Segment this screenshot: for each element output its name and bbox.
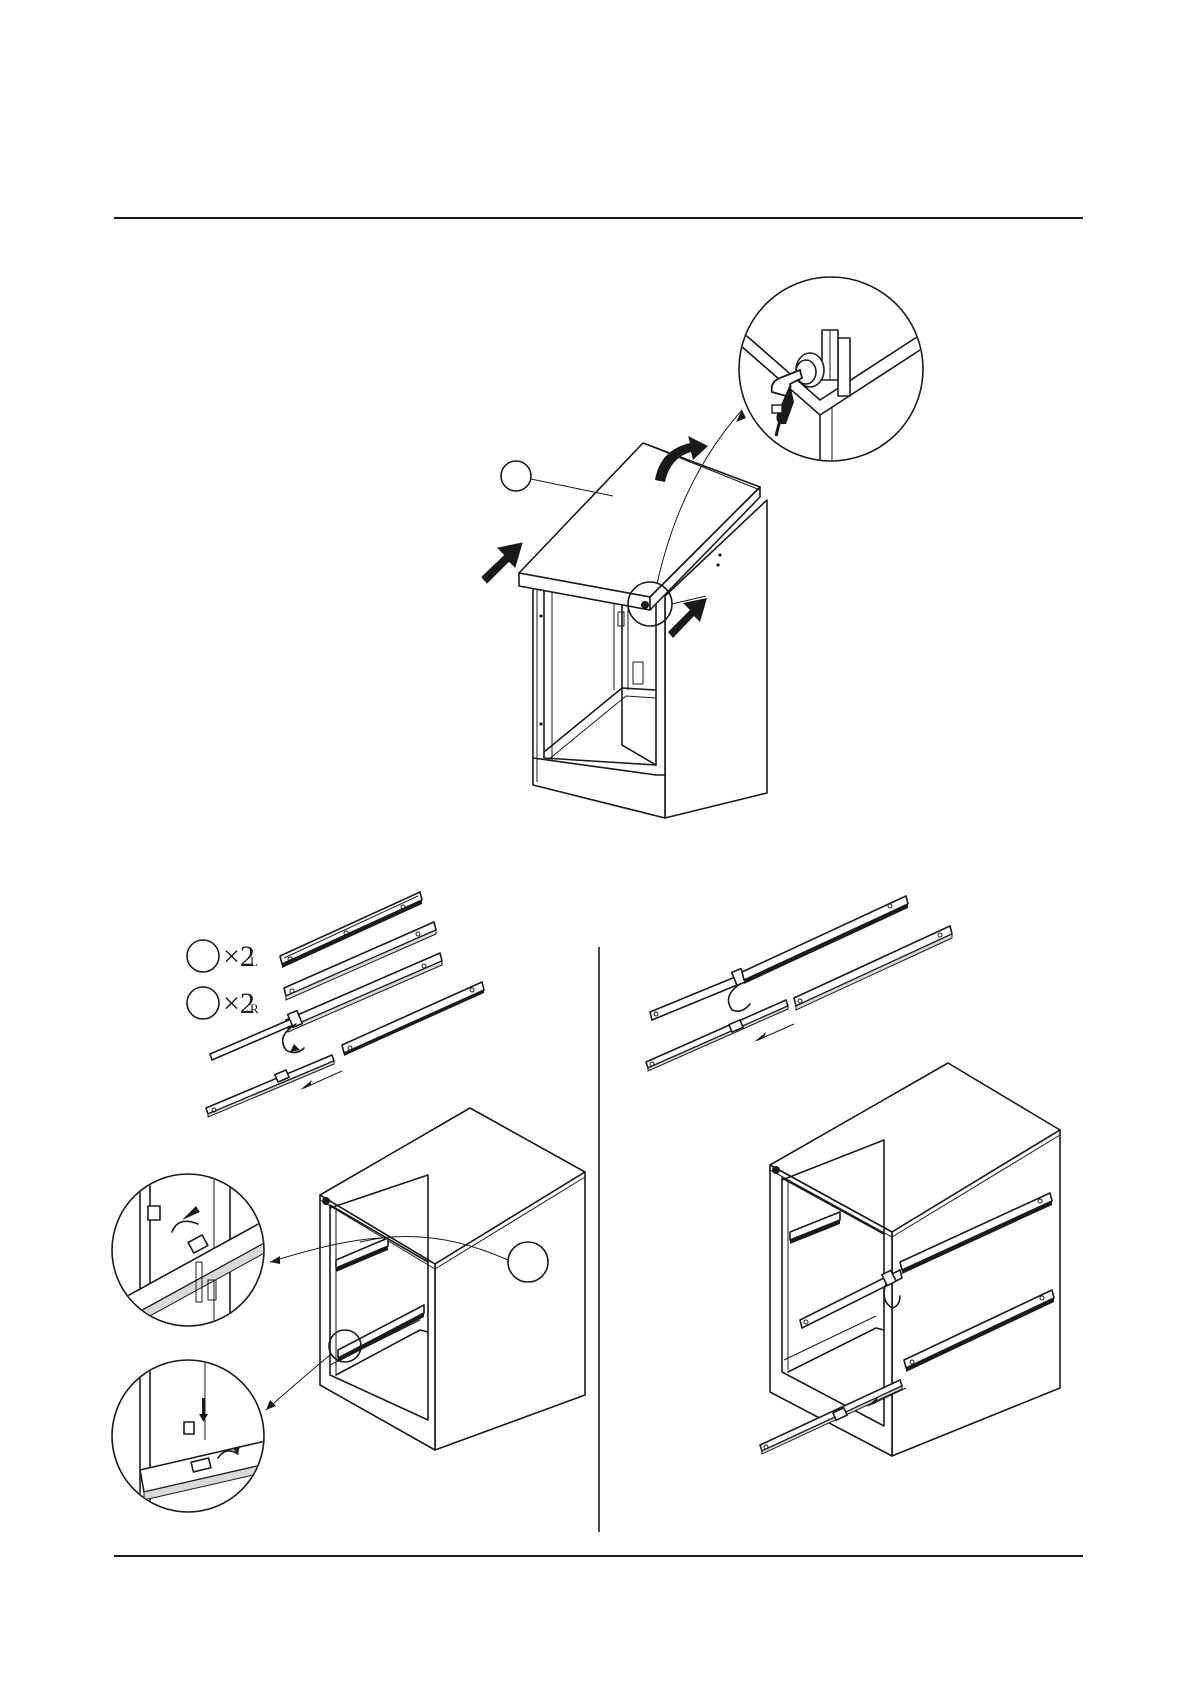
slide-inner-rail — [206, 1055, 342, 1117]
step3-cabinet — [760, 1063, 1060, 1456]
slide-left-outer — [280, 892, 422, 968]
quantity-side-left: L — [250, 954, 258, 969]
step2-cabinet — [266, 1108, 585, 1450]
callout-circle-icon — [508, 1242, 548, 1282]
callout-circle-icon — [187, 987, 219, 1019]
lock-detail-zoom — [739, 277, 923, 470]
callout-circle-icon — [187, 940, 219, 972]
key-icon — [772, 370, 802, 436]
pull-arrow-icon — [754, 1032, 766, 1042]
pull-arrow-icon — [300, 1080, 312, 1090]
quantity-left: ×2 L — [187, 940, 258, 973]
step3-slides — [646, 896, 952, 1071]
push-arrow-icon — [482, 543, 522, 583]
slide-assembly-top — [650, 896, 908, 1020]
quantity-right: ×2 R — [187, 987, 259, 1020]
lock-icon — [641, 601, 649, 609]
clip-detail-zoom-top — [112, 1172, 270, 1330]
step1-cabinet — [482, 410, 767, 818]
clip-detail-zoom-bottom — [112, 1360, 275, 1512]
quantity-side-right: R — [250, 1001, 259, 1016]
callout-circle-icon — [501, 461, 531, 491]
